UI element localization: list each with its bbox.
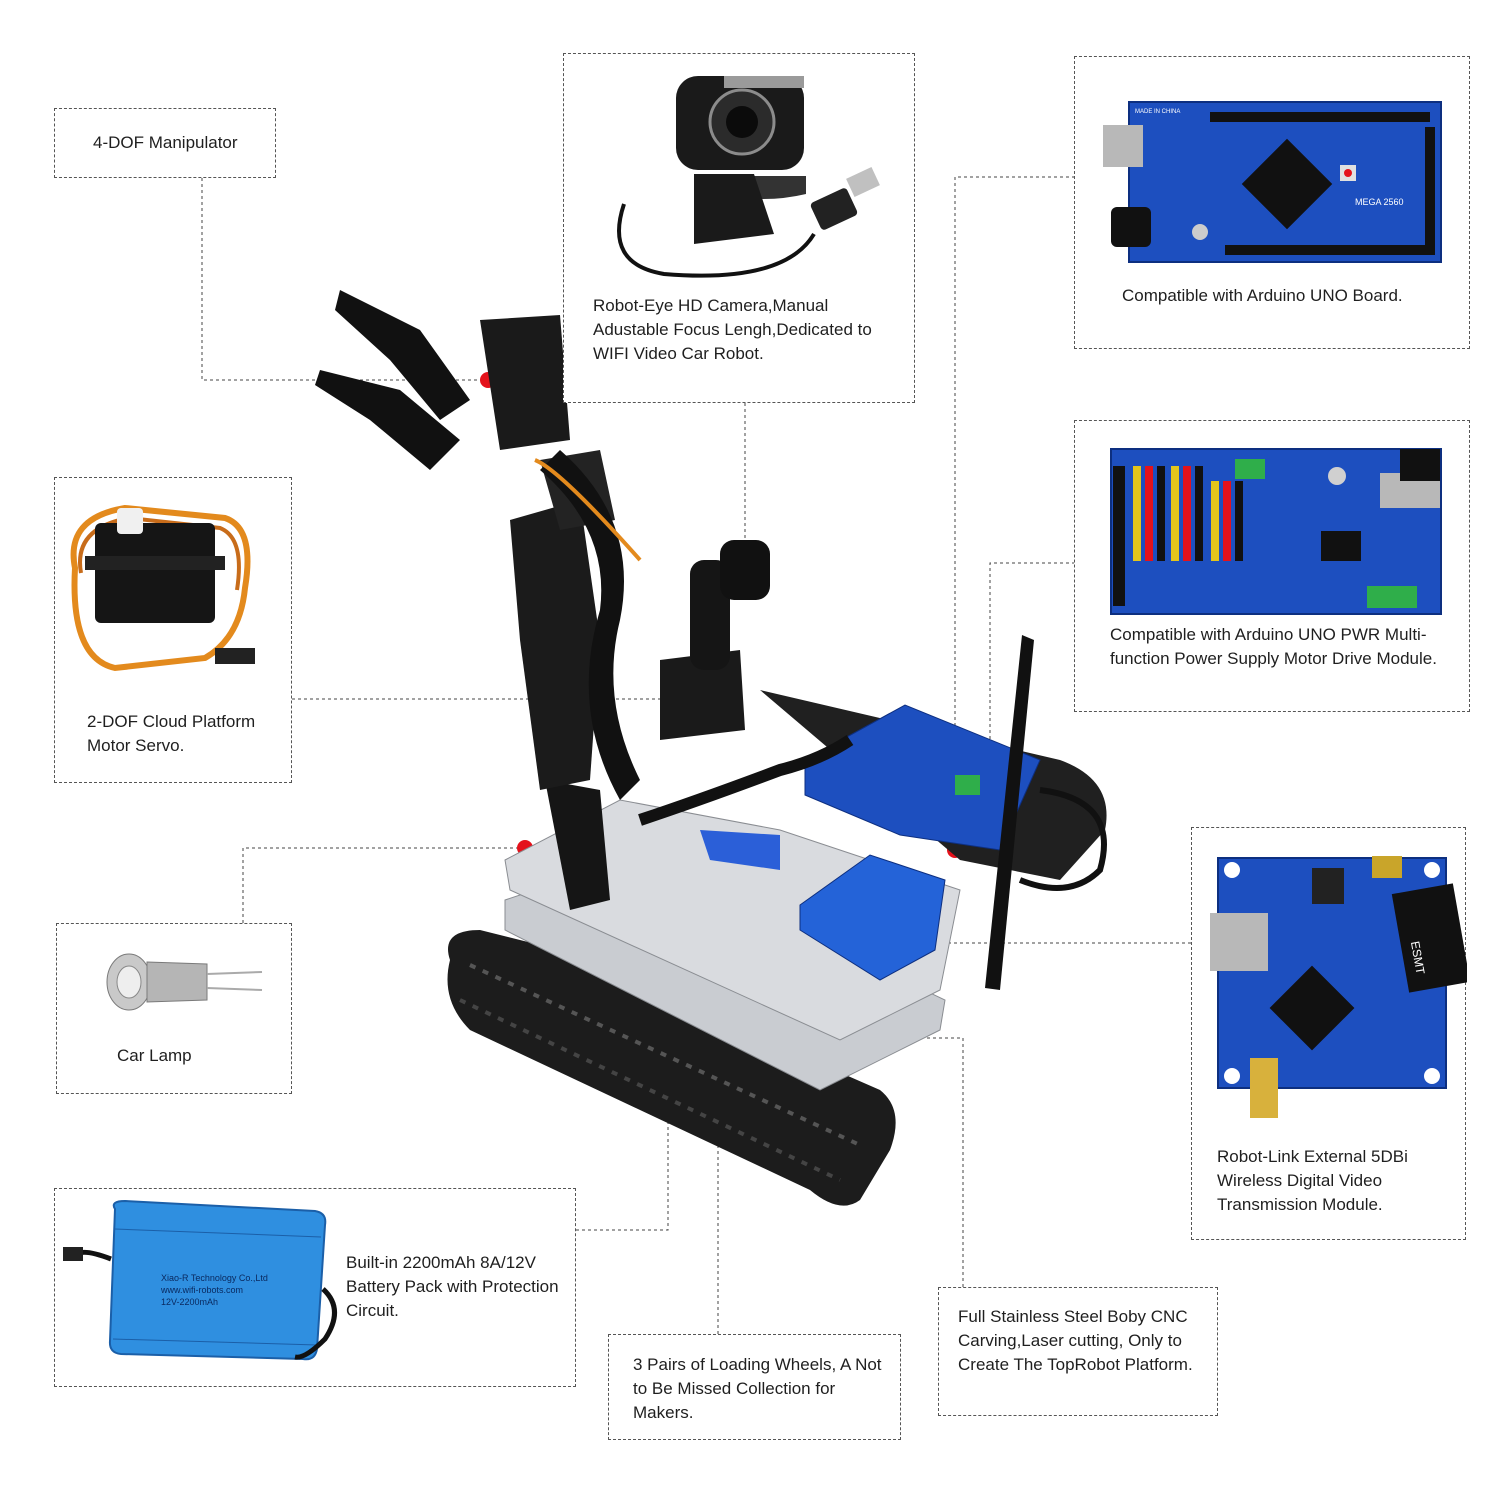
callout-servo: 2-DOF Cloud Platform Motor Servo. <box>54 477 292 783</box>
battery-print-spec: 12V-2200mAh <box>161 1297 218 1307</box>
steel-chassis <box>504 799 961 1091</box>
power-module-description: Compatible with Arduino UNO PWR Multi-fu… <box>1110 625 1437 668</box>
callout-wheels: 3 Pairs of Loading Wheels, A Not to Be M… <box>608 1334 901 1440</box>
servo-description: 2-DOF Cloud Platform Motor Servo. <box>87 712 256 755</box>
power-module-photo <box>1110 448 1442 615</box>
board-print-made-in: MADE IN CHINA <box>1135 109 1180 115</box>
cable-bundle <box>638 734 854 826</box>
robotic-arm <box>315 290 642 910</box>
controller-boards <box>799 704 1041 981</box>
camera-description: Robot-Eye HD Camera,Manual Adustable Foc… <box>593 296 872 363</box>
callout-body: Full Stainless Steel Boby CNC Carving,La… <box>938 1287 1218 1416</box>
crawler-track <box>447 930 896 1206</box>
car-lamp-photo <box>106 953 263 1011</box>
mega-2560-board-photo: MEGA 2560 MADE IN CHINA <box>1103 101 1442 263</box>
leader-power-module <box>989 562 1075 783</box>
battery-print-site: www.wifi-robots.com <box>160 1285 243 1295</box>
antenna <box>985 635 1034 990</box>
battery-description: Built-in 2200mAh 8A/12V Battery Pack wit… <box>346 1253 559 1320</box>
cloud-platform <box>660 540 770 740</box>
callout-uno-board: MEGA 2560 MADE IN CHINA Compatible with … <box>1074 56 1470 349</box>
uno-board-description: Compatible with Arduino UNO Board. <box>1122 286 1403 305</box>
manipulator-label: 4-DOF Manipulator <box>93 133 238 152</box>
callout-link-module: ESMT Robot-Link External 5DBi Wireless D… <box>1191 827 1467 1240</box>
callout-battery: Xiao-R Technology Co.,Ltd www.wifi-robot… <box>54 1188 576 1387</box>
battery-pack-photo: Xiao-R Technology Co.,Ltd www.wifi-robot… <box>63 1199 337 1361</box>
callout-manipulator: 4-DOF Manipulator <box>54 108 276 178</box>
leader-lamp <box>242 847 525 923</box>
usb-cable <box>1018 787 1107 891</box>
servo-motor-photo <box>70 504 255 672</box>
lamp-description: Car Lamp <box>117 1046 192 1065</box>
video-transmission-module-photo: ESMT <box>1210 856 1467 1118</box>
leader-body <box>842 1037 964 1287</box>
body-description: Full Stainless Steel Boby CNC Carving,La… <box>958 1307 1193 1374</box>
callout-power-module: Compatible with Arduino UNO PWR Multi-fu… <box>1074 420 1470 712</box>
callout-lamp: Car Lamp <box>56 923 292 1094</box>
hd-camera-photo <box>617 76 880 278</box>
chip-print-esmt: ESMT <box>1408 940 1428 976</box>
leader-uno-board <box>954 176 1075 845</box>
leader-manipulator <box>201 178 488 381</box>
board-print-mega: MEGA 2560 <box>1355 197 1404 207</box>
wheels-description: 3 Pairs of Loading Wheels, A Not to Be M… <box>633 1355 882 1422</box>
callout-camera: Robot-Eye HD Camera,Manual Adustable Foc… <box>563 53 915 403</box>
battery-print-brand: Xiao-R Technology Co.,Ltd <box>161 1273 268 1283</box>
link-module-description: Robot-Link External 5DBi Wireless Digita… <box>1217 1147 1408 1214</box>
